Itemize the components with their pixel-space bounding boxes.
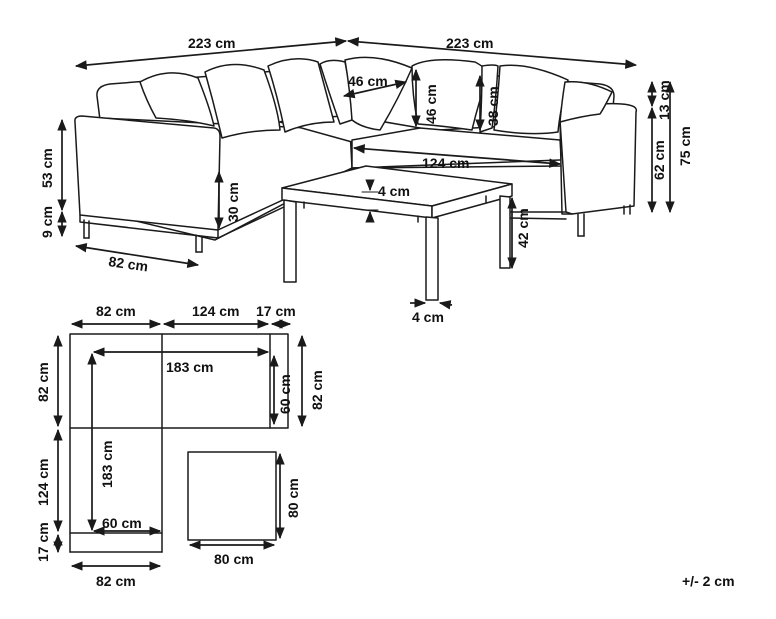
plan-dimension-labels: 82 cm 124 cm 17 cm 183 cm 60 cm 82 cm 82… xyxy=(35,303,325,589)
label-plan-inner-depth: 60 cm xyxy=(277,374,293,414)
label-plan-bottom-width: 82 cm xyxy=(96,573,136,589)
label-table-top: 4 cm xyxy=(378,183,410,199)
label-cushion-width: 46 cm xyxy=(348,73,388,89)
label-cushion-height: 46 cm xyxy=(423,84,439,124)
label-depth: 82 cm xyxy=(108,253,150,274)
label-leg-height: 9 cm xyxy=(39,206,55,238)
coffee-table-drawing xyxy=(281,165,513,301)
label-table-height: 42 cm xyxy=(515,208,531,248)
label-width-right: 223 cm xyxy=(446,35,493,51)
label-plan-left-bottom: 17 cm xyxy=(35,522,51,562)
label-plan-left-middle: 124 cm xyxy=(35,459,51,506)
label-plan-top-left: 82 cm xyxy=(96,303,136,319)
label-plan-top-middle: 124 cm xyxy=(192,303,239,319)
sofa-dimensions xyxy=(57,37,675,310)
label-plan-table-width: 80 cm xyxy=(214,551,254,567)
tolerance-note: +/- 2 cm xyxy=(682,573,735,589)
label-plan-top-right: 17 cm xyxy=(256,303,296,319)
label-armrest-height: 53 cm xyxy=(39,148,55,188)
label-width-left: 223 cm xyxy=(188,35,235,51)
label-back-cushion: 38 cm xyxy=(485,86,501,126)
label-plan-table-depth: 80 cm xyxy=(285,478,301,518)
sofa-dimension-labels: 223 cm 223 cm 46 cm 46 cm 38 cm 53 cm 9 … xyxy=(39,35,693,325)
label-seat-total-height: 62 cm xyxy=(651,140,667,180)
label-seat-length: 124 cm xyxy=(422,155,469,171)
label-plan-inner-vertical: 183 cm xyxy=(99,441,115,488)
plan-dimensions xyxy=(53,319,307,571)
plan-view xyxy=(69,333,289,553)
label-back-top: 13 cm xyxy=(656,80,672,120)
label-plan-right-depth: 82 cm xyxy=(309,370,325,410)
label-table-leg: 4 cm xyxy=(412,309,444,325)
label-plan-inner-length: 183 cm xyxy=(166,359,213,375)
label-seat-height: 30 cm xyxy=(225,182,241,222)
label-total-height: 75 cm xyxy=(677,126,693,166)
label-plan-left-depth: 82 cm xyxy=(35,362,51,402)
label-plan-inner-bottom: 60 cm xyxy=(102,515,142,531)
